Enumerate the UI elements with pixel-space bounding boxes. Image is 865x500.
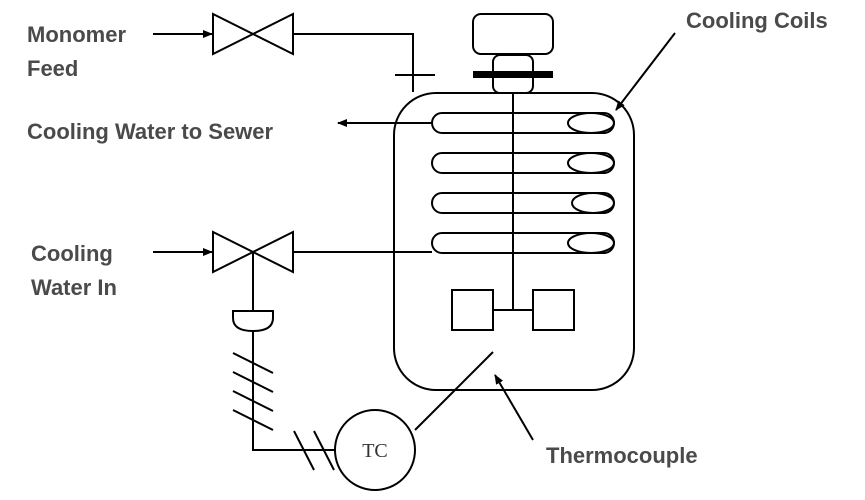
motor-housing [472,13,554,55]
thermocouple-label: Thermocouple [546,443,698,468]
hatch-1 [232,352,274,374]
cooling-coils-pointer-arrow [615,32,676,111]
controller-tag: TC [362,440,388,462]
impeller-blade-right [532,289,575,331]
monomer-feed-line [153,12,435,92]
monomer-feed-valve[interactable] [212,12,294,56]
cooling-coils [431,112,615,254]
coil-turn-3 [431,192,615,214]
monomer-feed-pipe [293,33,414,92]
hatch-4 [232,409,274,431]
valve-right-triangle [250,12,294,56]
valve-right-triangle [250,230,294,274]
signal-hatches-horizontal [293,430,335,471]
cooling-water-inlet-line [153,230,432,274]
monomer-feed-label-line2: Feed [27,56,78,81]
coil-end-1 [567,112,615,134]
temperature-controller[interactable]: TC [334,409,416,491]
hatch-3 [232,390,274,412]
agitator-motor [472,13,554,94]
controller-bubble [334,409,416,491]
pneumatic-signal-line [252,331,335,451]
cooling-water-in-label-line1: Cooling [31,241,113,266]
cooling-water-control-valve[interactable] [212,230,294,274]
coil-end-4 [567,232,615,254]
thermocouple-pointer-arrow [494,374,534,441]
coil-end-2 [567,152,615,174]
motor-mounting-plate [473,71,553,78]
coil-turn-4 [431,232,615,254]
impeller-blade-left [451,289,494,331]
cooling-water-to-sewer-label: Cooling Water to Sewer [27,119,274,144]
hatch-5 [293,430,315,471]
coil-turn-2 [431,152,615,174]
cooling-water-in-label-line2: Water In [31,275,117,300]
monomer-feed-label-line1: Monomer [27,22,126,47]
impeller [451,289,575,331]
hatch-6 [313,430,335,471]
pneumatic-signal-hatches [232,352,274,431]
valve-left-triangle [212,12,256,56]
coil-turn-1 [431,112,615,134]
coil-end-3 [571,192,615,214]
thermocouple-probe-line [414,351,494,431]
hatch-2 [232,371,274,393]
valve-left-triangle [212,230,256,274]
valve-actuator [232,310,274,333]
cooling-coils-label: Cooling Coils [686,8,828,33]
